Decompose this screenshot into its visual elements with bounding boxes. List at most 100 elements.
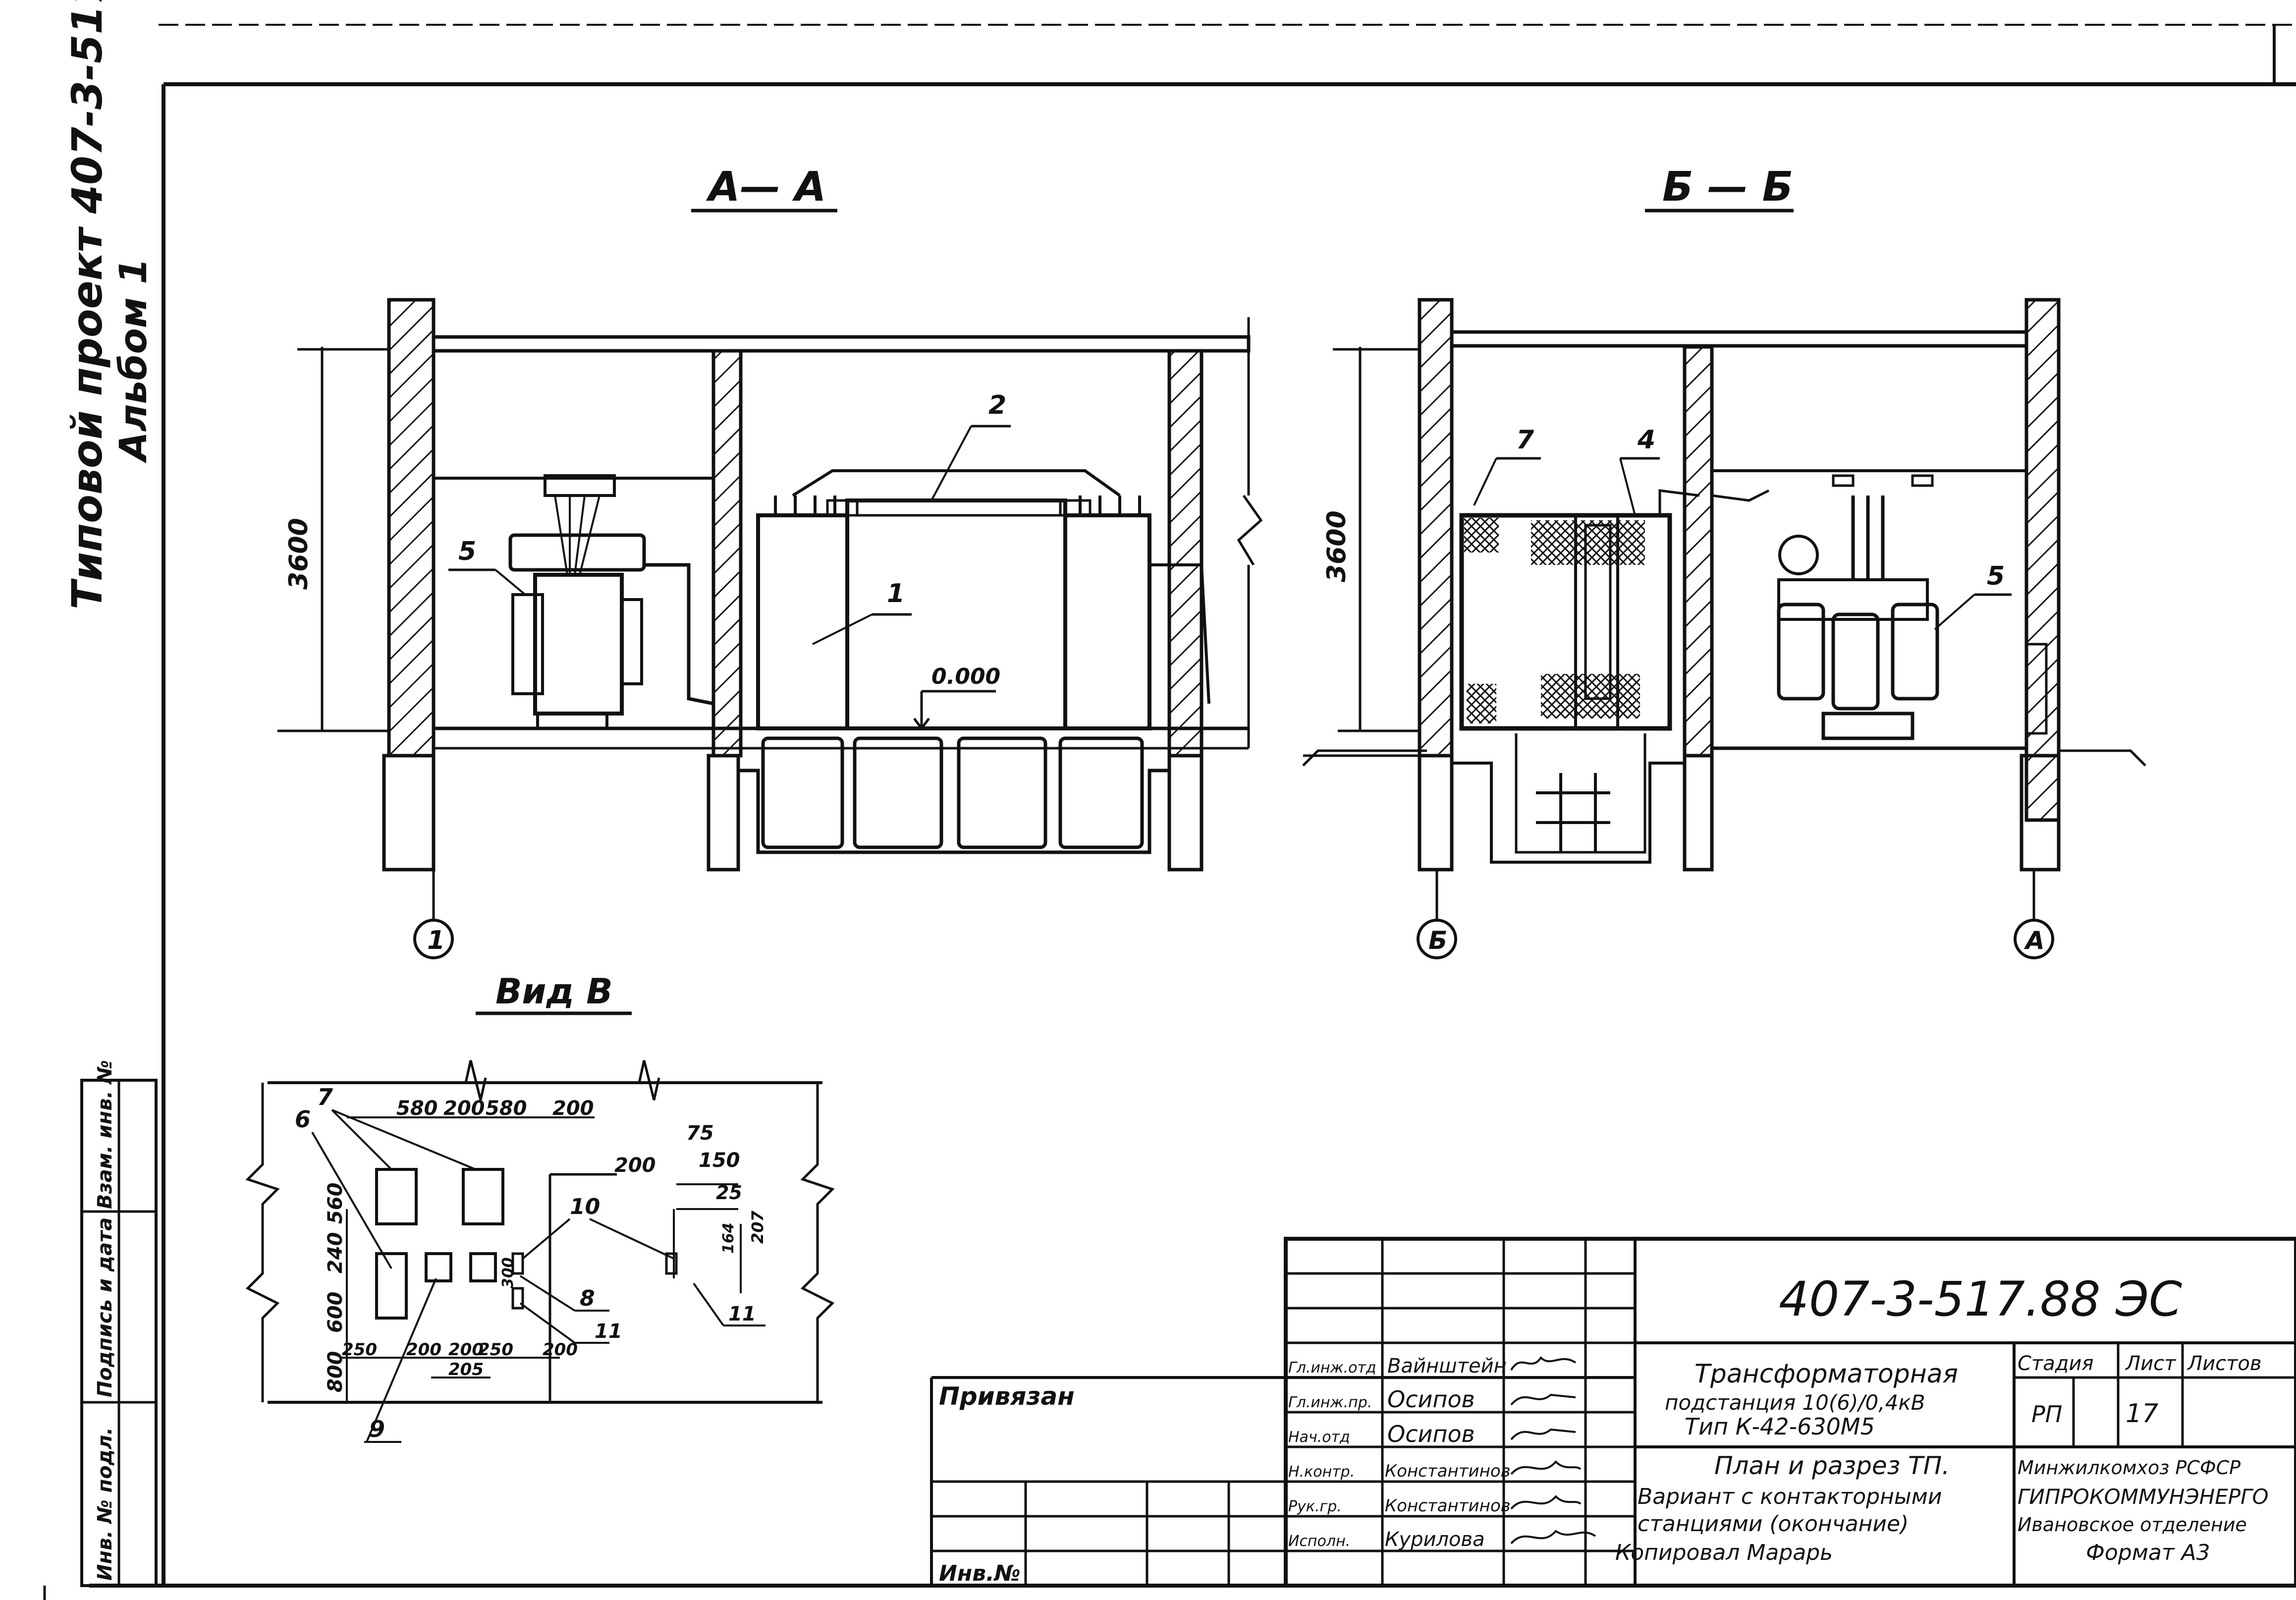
copied-by: Копировал Марарь (1615, 1540, 1833, 1565)
bound-label: Привязан (939, 1382, 1075, 1411)
level-mark: 0.000 (931, 664, 1000, 689)
view-v-callout-7: 7 (317, 1084, 333, 1110)
left-margin-stamp: Взам. инв. № Подпись и дата Инв. № подл. (80, 1060, 158, 1587)
axis-marker-a (2014, 919, 2054, 959)
staff-role-4: Н.контр. (1288, 1463, 1355, 1481)
view-v-dim-top-2: 200 (443, 1097, 485, 1120)
callout-bb-5: 5 (1987, 561, 2005, 591)
staff-name-3: Осипов (1387, 1421, 1475, 1447)
staff-name-2: Осипов (1387, 1386, 1475, 1413)
transformer-bb (1711, 469, 2048, 740)
axis-marker-b (1417, 919, 1457, 959)
org-line-1: Минжилкомхоз РСФСР (2018, 1457, 2241, 1479)
staff-role-6: Исполн. (1288, 1533, 1350, 1550)
roof-slab-bb (1450, 330, 2028, 348)
sheets-header: Листов (2187, 1352, 2261, 1375)
sheet-value: 17 (2126, 1399, 2158, 1429)
view-v-dim-top-4: 200 (552, 1097, 594, 1120)
object-title-2: подстанция 10(6)/0,4кВ (1665, 1390, 1925, 1415)
stage-header: Стадия (2018, 1352, 2093, 1375)
callout-bb-7: 7 (1516, 425, 1534, 455)
switchgear-aa (756, 469, 1210, 849)
stamp-cell-inventory: Инв. № подл. (94, 1427, 116, 1581)
view-v-dim-small-4: 25 (716, 1182, 742, 1204)
wall-middle-bb (1683, 345, 1714, 758)
view-v-dim-bot-4: 250 (478, 1340, 513, 1360)
staff-name-1: Вайнштейн (1387, 1355, 1507, 1378)
axis-label-1: 1 (427, 926, 445, 955)
signatures (1510, 1356, 1596, 1545)
section-b-b-title: Б — Б (1662, 164, 1793, 211)
title-block: 407-3-517.88 ЭС Привязан Инв.№ Гл.инж.от… (930, 1237, 2296, 1588)
sheet-title-1: План и разрез ТП. (1714, 1451, 1950, 1480)
staff-name-6: Курилова (1385, 1528, 1485, 1551)
view-v-dim-small-3: 150 (699, 1149, 740, 1172)
view-v-dim-left-2: 240 (324, 1232, 347, 1274)
staff-name-4: Константинов (1385, 1461, 1511, 1481)
staff-role-3: Нач.отд (1288, 1429, 1350, 1446)
view-v-callout-6: 6 (295, 1106, 311, 1133)
section-a-a-title: А— А (706, 164, 826, 211)
stamp-cell-replace: Взам. инв. № (94, 1060, 116, 1209)
side-stamp-project: Типовой проект 407-3-517.88 (63, 0, 111, 609)
sheet-title-2: Вариант с контакторными (1638, 1484, 1942, 1509)
section-a-a: А— А (277, 164, 1263, 959)
roof-slab (432, 335, 1251, 353)
view-v-dim-bot-5: 200 (543, 1340, 578, 1360)
view-v-callout-8: 8 (580, 1286, 595, 1311)
stamp-cell-signature: Подпись и дата (94, 1217, 116, 1397)
sheet-frame (43, 24, 2296, 1600)
wall-middle (711, 345, 743, 758)
section-b-b-height-dim: 3600 (1322, 510, 1352, 582)
callout-aa-1: 1 (887, 579, 905, 608)
staff-role-5: Рук.гр. (1288, 1498, 1342, 1515)
view-v-callout-11a: 11 (595, 1320, 622, 1343)
wall-left (387, 298, 436, 758)
section-a-a-height-dim: 3600 (284, 518, 314, 590)
view-v-dim-small-2: 75 (686, 1122, 714, 1145)
view-v-dim-left-4: 800 (324, 1351, 347, 1393)
staff-role-1: Гл.инж.отд (1288, 1359, 1376, 1377)
stage-value: РП (2031, 1401, 2062, 1428)
section-b-b: Б — Б (1302, 164, 2146, 959)
axis-label-a: А (2023, 926, 2045, 955)
sheet-title-3: станциями (окончание) (1638, 1511, 1909, 1537)
org-line-3: Ивановское отделение (2018, 1514, 2247, 1536)
view-v-dim-bot-6: 205 (448, 1360, 484, 1379)
document-code: 407-3-517.88 ЭС (1779, 1271, 2182, 1327)
view-v-dim-left-3: 600 (324, 1292, 347, 1333)
side-stamp-album: Альбом 1 (111, 258, 155, 463)
view-v-dim-top-1: 580 (396, 1097, 438, 1120)
format-label: Формат А3 (2086, 1540, 2210, 1565)
side-stamp: Типовой проект 407-3-517.88 Альбом 1 (63, 0, 155, 609)
staff-name-5: Константинов (1385, 1496, 1511, 1516)
cabinet-bb (1459, 489, 1700, 852)
wall-right (1167, 345, 1203, 758)
view-v-dim-bot-3: 200 (448, 1340, 484, 1360)
callout-bb-4: 4 (1637, 425, 1655, 455)
callout-aa-5: 5 (458, 537, 476, 566)
view-v-dim-small-7: 200 (614, 1154, 656, 1177)
transformer-aa (508, 474, 714, 730)
axis-marker-1 (413, 919, 454, 959)
org-line-2: ГИПРОКОММУНЭНЕРГО (2018, 1485, 2269, 1509)
view-v-title: Вид В (495, 971, 613, 1012)
view-v-dim-small-6: 207 (748, 1210, 767, 1244)
view-v-dim-bot-2: 200 (406, 1340, 441, 1360)
inventory-label: Инв.№ (939, 1561, 1021, 1586)
view-v-callout-11b: 11 (728, 1303, 756, 1325)
wall-left-bb (1418, 298, 1454, 758)
view-v-callout-10: 10 (570, 1194, 600, 1219)
callout-aa-2: 2 (988, 390, 1006, 420)
axis-label-b: Б (1428, 926, 1447, 955)
view-v-dim-top-3: 580 (486, 1097, 527, 1120)
wall-right-bb (2024, 298, 2061, 822)
staff-role-2: Гл.инж.пр. (1288, 1394, 1372, 1411)
view-v-dim-bot-1: 250 (342, 1340, 377, 1360)
view-v: Вид В 580 200 580 200 560 24 (245, 971, 835, 1443)
sheet-header: Лист (2125, 1352, 2177, 1375)
view-v-dim-left-1: 560 (324, 1183, 347, 1224)
view-v-dim-small-5: 164 (720, 1222, 737, 1254)
object-title-1: Трансформаторная (1695, 1359, 1958, 1389)
